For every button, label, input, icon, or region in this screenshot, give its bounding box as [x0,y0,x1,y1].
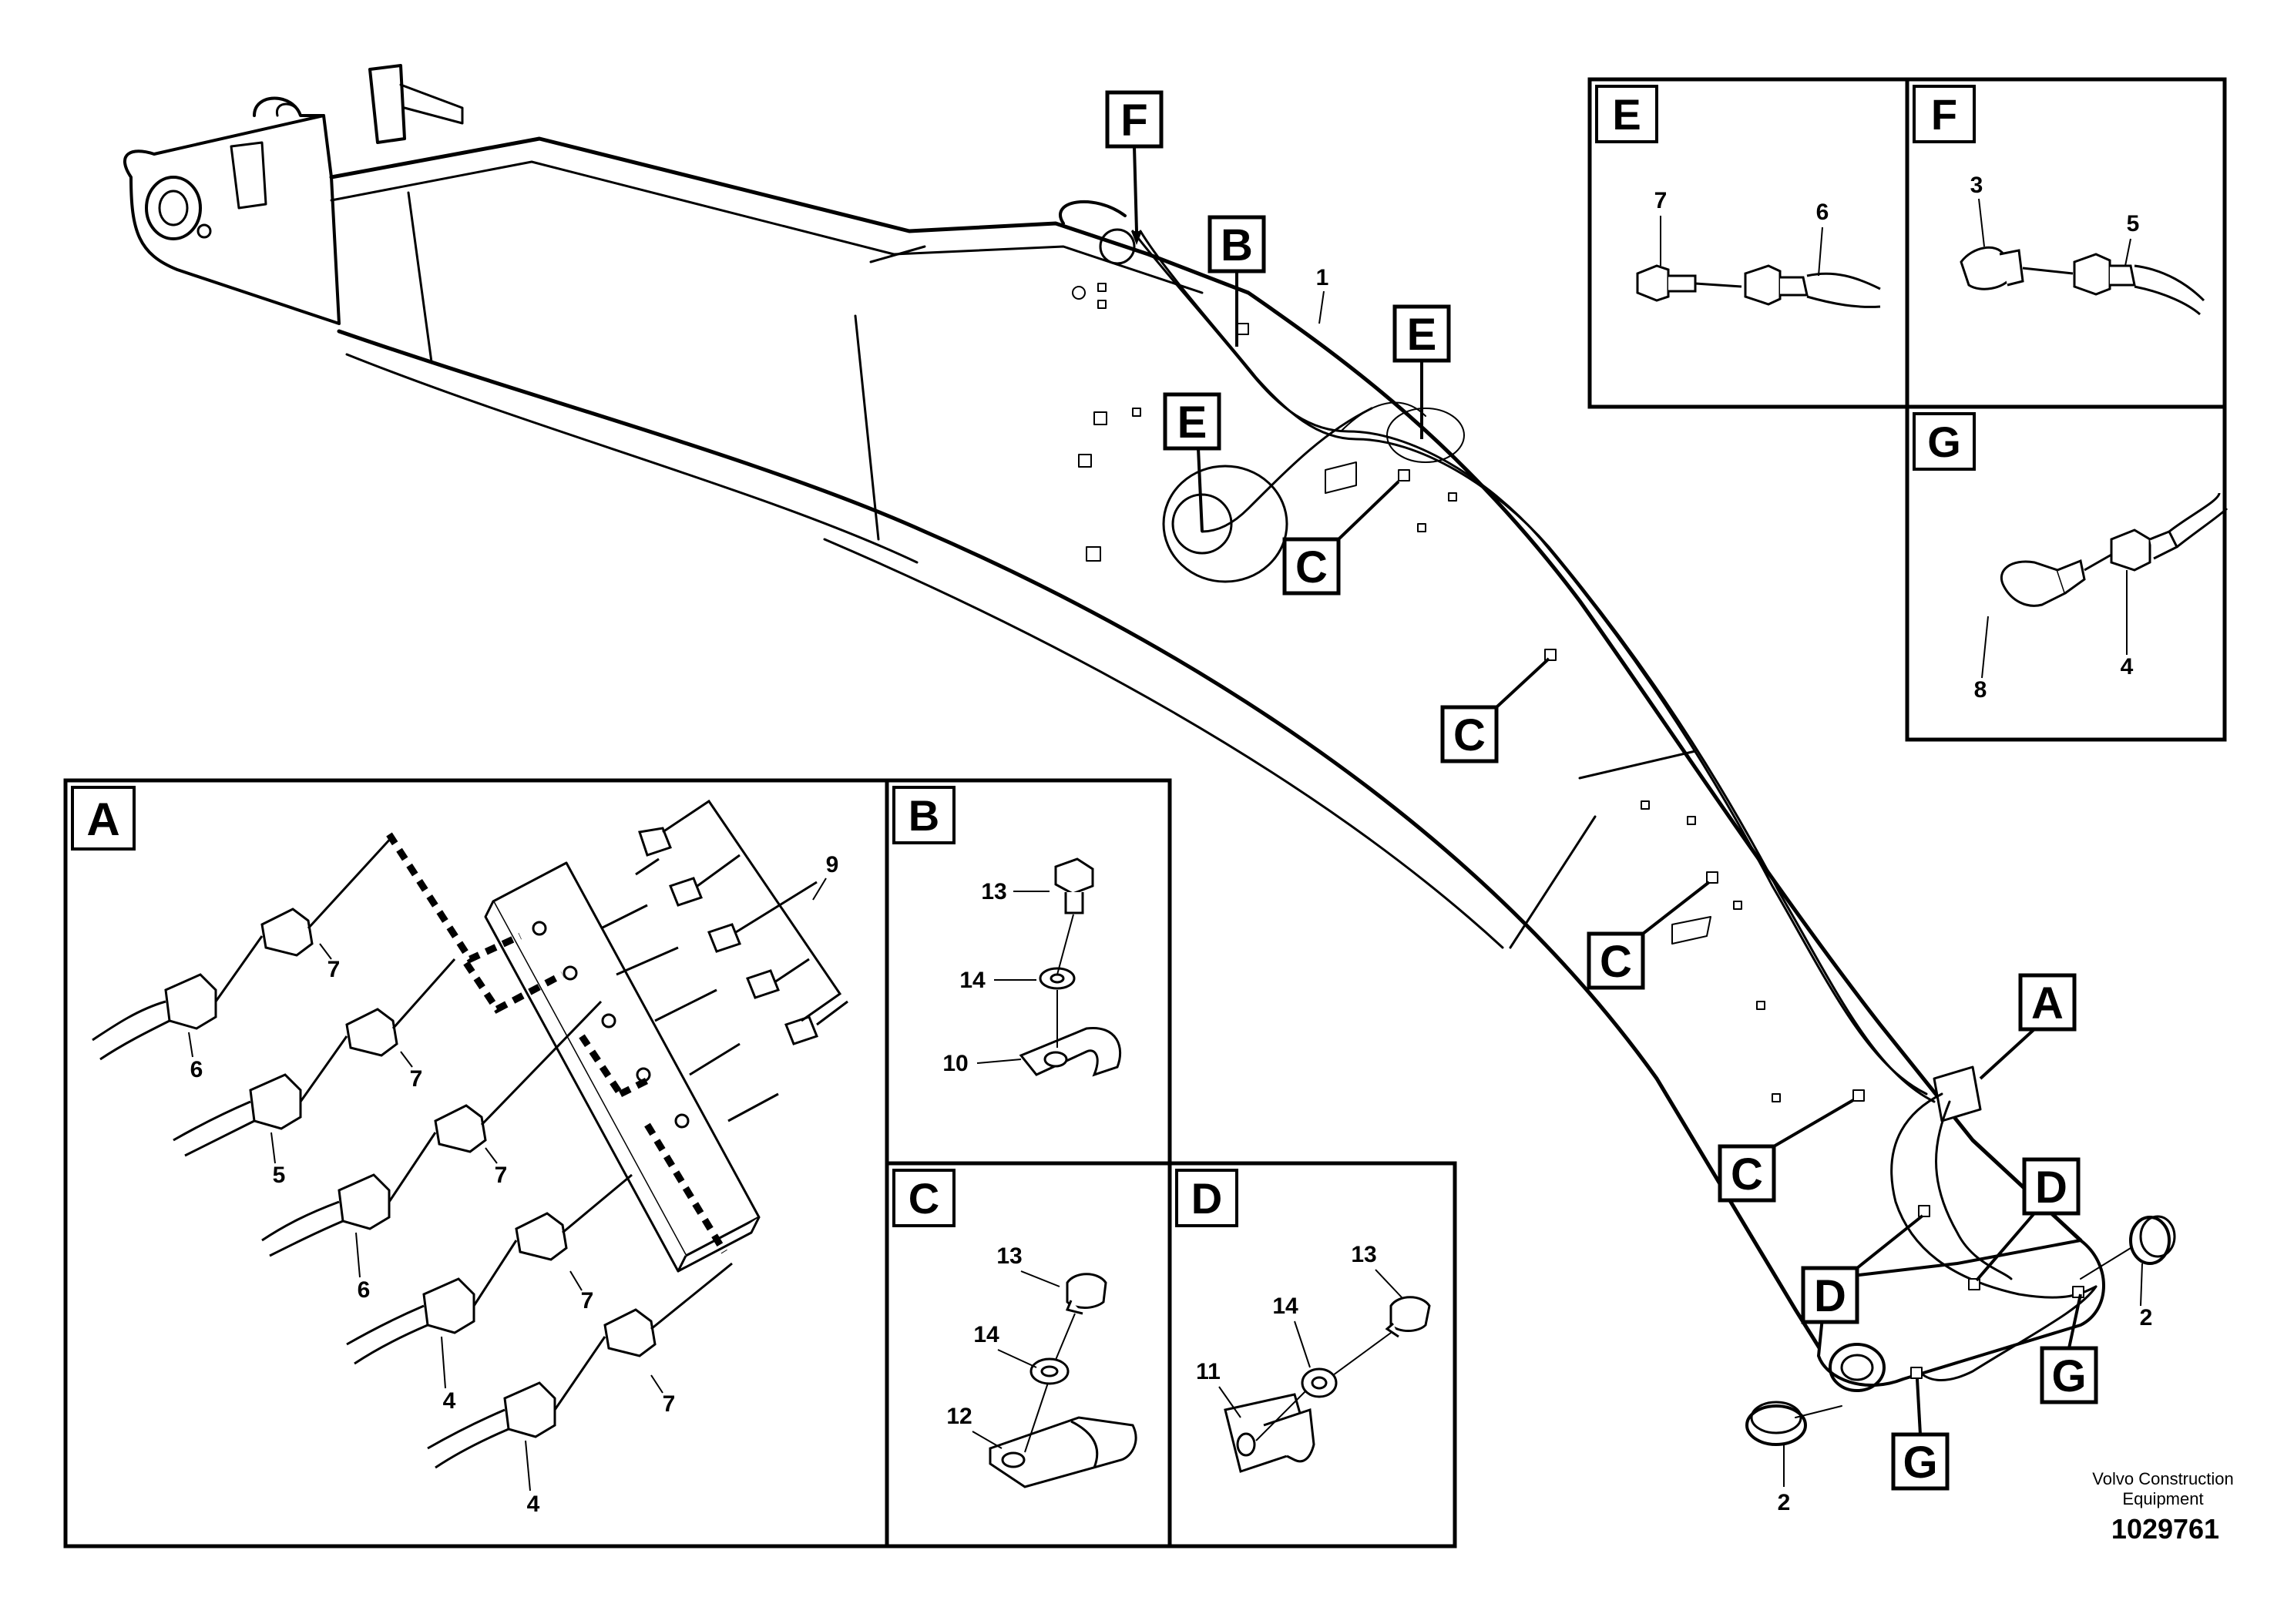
callout-d-left-label: D [1814,1271,1846,1321]
callout-c-3-label: C [1600,937,1632,987]
label-f-elbow: 3 [1970,173,1983,198]
panel-a-title: A [86,794,119,845]
label-g-elbow: 8 [1974,677,1987,703]
detail-panel-e: E 7 6 [1587,77,1909,409]
panel-b-title: B [909,791,939,840]
callout-d-right: D [1975,1157,2081,1282]
label-d-washer: 14 [1272,1293,1298,1319]
boom-callouts: F B E E C C C [1105,90,2098,1491]
callout-b-label: B [1221,220,1253,270]
credit-line-1: Volvo Construction [2092,1469,2233,1488]
panel-c-title: C [909,1174,939,1223]
callout-c-3: C [1587,881,1711,990]
detail-panel-a: A [63,778,889,1549]
callout-g-bottom: G [1891,1378,1950,1491]
label-d-screw: 13 [1351,1242,1376,1267]
callout-b: B [1207,215,1266,347]
label-a-nipple-5: 7 [663,1391,676,1417]
label-a-hose-1: 6 [190,1057,203,1082]
label-a-hose-2: 5 [273,1163,286,1188]
label-g-hose: 4 [2121,654,2134,679]
panel-g-title: G [1927,418,1961,466]
credit-line-2: Equipment [2122,1489,2203,1508]
detail-panel-d: D 13 14 11 [1167,1161,1457,1549]
detail-panel-f: F 3 5 [1905,77,2227,409]
label-c-clamp: 12 [946,1404,972,1429]
callout-g-right-label: G [2051,1351,2086,1401]
label-a-nipple-1: 7 [327,957,341,982]
callout-c-1: C [1282,480,1400,596]
callout-g-right: G [2040,1293,2098,1404]
callout-c-2-label: C [1453,710,1486,760]
panel-d-title: D [1191,1174,1222,1223]
callout-d-left: D [1801,1214,1924,1324]
detail-panel-b: B 13 14 10 [885,778,1172,1166]
callout-c-1-label: C [1295,542,1328,592]
label-b-clamp: 10 [942,1051,968,1076]
boom-drawing [123,64,2176,1446]
callout-f: F [1105,90,1164,245]
callout-e-top-label: E [1407,310,1437,360]
callout-d-right-label: D [2035,1163,2067,1213]
callout-e-left-label: E [1177,398,1207,448]
label-b-washer: 14 [959,968,986,993]
panel-e-title: E [1612,90,1641,139]
part-number: 1029761 [2111,1513,2219,1545]
boom-labels: 1 2 2 [1316,265,2153,1515]
label-a-nipple-3: 7 [495,1163,508,1188]
publisher-credit: Volvo Construction Equipment 1029761 [2092,1469,2233,1545]
label-d-clamp: 11 [1196,1359,1221,1384]
label-a-nipple-2: 7 [410,1066,423,1092]
callout-c-4-label: C [1731,1149,1763,1200]
callout-c-4: C [1718,1099,1855,1203]
label-c-screw: 13 [996,1243,1022,1269]
callout-e-left: E [1163,392,1221,532]
label-a-nipple-4: 7 [581,1288,594,1314]
callout-g-bottom-label: G [1903,1438,1937,1488]
detail-panel-g: G 4 8 [1905,404,2229,742]
label-c-washer: 14 [973,1322,999,1347]
callout-a-label: A [2031,978,2064,1028]
callout-c-2: C [1440,657,1550,763]
label-main-hose: 1 [1316,265,1329,290]
label-a-hose-3: 6 [358,1277,371,1303]
label-bushing-right: 2 [2140,1305,2153,1330]
label-a-block: 9 [826,852,839,877]
callout-f-label: F [1120,96,1147,146]
label-e-hose: 6 [1816,200,1829,225]
label-a-hose-4: 4 [443,1388,456,1414]
label-bushing-left: 2 [1778,1490,1791,1515]
detail-panel-c: C 13 14 12 [885,1161,1172,1549]
callout-a: A [1979,973,2077,1080]
panel-f-title: F [1931,90,1957,139]
label-a-hose-5: 4 [527,1491,540,1517]
label-e-elbow: 7 [1654,188,1668,213]
callout-e-top: E [1392,304,1451,439]
label-b-screw: 13 [981,879,1006,904]
label-f-hose: 5 [2127,211,2140,237]
